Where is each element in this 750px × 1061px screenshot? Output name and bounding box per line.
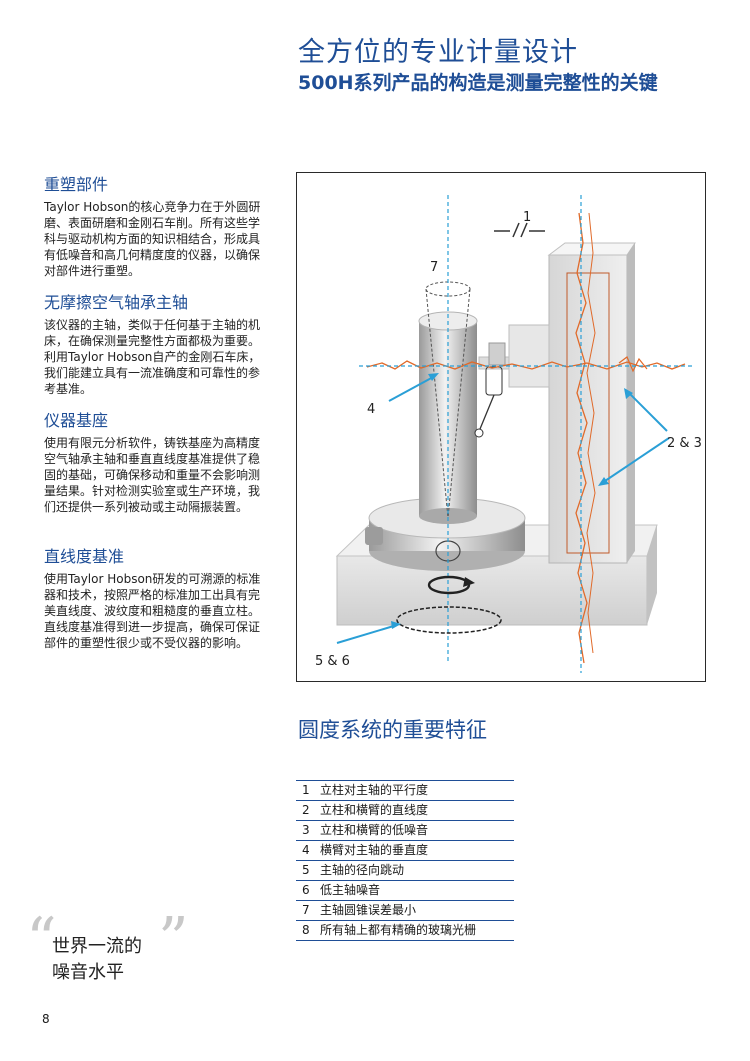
item-text: 所有轴上都有精确的玻璃光栅	[320, 923, 477, 937]
section-remanufacture: 重塑部件 Taylor Hobson的核心竞争力在于外圆研磨、表面研磨和金刚石车…	[44, 175, 264, 279]
item-text: 低主轴噪音	[320, 883, 381, 897]
label-7: 7	[430, 260, 438, 275]
section-body: 该仪器的主轴，类似于任何基于主轴的机床，在确保测量完整性方面都极为重要。利用Ta…	[44, 318, 261, 396]
item-text: 横臂对主轴的垂直度	[320, 843, 429, 857]
section-heading: 无摩擦空气轴承主轴	[44, 293, 189, 312]
page-subtitle: 500H系列产品的构造是测量完整性的关键	[298, 72, 658, 94]
parallel-symbol	[494, 222, 545, 238]
section-air-bearing-spindle: 无摩擦空气轴承主轴 该仪器的主轴，类似于任何基于主轴的机床，在确保测量完整性方面…	[44, 293, 264, 397]
section-straightness-datum: 直线度基准 使用Taylor Hobson研发的可溯源的标准器和技术，按照严格的…	[44, 547, 264, 651]
item-number: 6	[302, 883, 310, 897]
list-item: 4 横臂对主轴的垂直度	[296, 841, 514, 861]
quote-line-2: 噪音水平	[52, 962, 124, 983]
item-number: 8	[302, 923, 310, 937]
list-item: 2 立柱和横臂的直线度	[296, 801, 514, 821]
item-text: 立柱对主轴的平行度	[320, 783, 429, 797]
item-text: 主轴圆锥误差最小	[320, 903, 417, 917]
section-body: 使用Taylor Hobson研发的可溯源的标准器和技术，按照严格的标准加工出具…	[44, 572, 261, 650]
item-number: 2	[302, 803, 310, 817]
open-quote-icon: “	[26, 905, 57, 975]
section-body: 使用有限元分析软件，铸铁基座为高精度空气轴承主轴和垂直直线度基准提供了稳固的基础…	[44, 436, 261, 514]
arm-and-probe	[474, 324, 550, 438]
features-title: 圆度系统的重要特征	[298, 718, 487, 742]
item-text: 立柱和横臂的低噪音	[320, 823, 429, 837]
list-item: 3 立柱和横臂的低噪音	[296, 821, 514, 841]
item-number: 3	[302, 823, 310, 837]
list-item: 5 主轴的径向跳动	[296, 861, 514, 881]
page-number: 8	[42, 1012, 50, 1026]
item-number: 5	[302, 863, 310, 877]
list-item: 7 主轴圆锥误差最小	[296, 901, 514, 921]
rotation-indicator	[396, 575, 502, 634]
axis-lines	[359, 195, 692, 673]
quote-line-1: 世界一流的	[52, 936, 142, 957]
item-text: 主轴的径向跳动	[320, 863, 405, 877]
item-text: 立柱和横臂的直线度	[320, 803, 429, 817]
list-item: 8 所有轴上都有精确的玻璃光栅	[296, 921, 514, 941]
label-1: 1	[523, 210, 531, 225]
pull-quote: “ ” 世界一流的 噪音水平	[26, 910, 200, 996]
page-title: 全方位的专业计量设计	[298, 37, 578, 68]
list-item: 1 立柱对主轴的平行度	[296, 780, 514, 801]
close-quote-icon: ”	[158, 905, 189, 975]
features-list: 1 立柱对主轴的平行度 2 立柱和横臂的直线度 3 立柱和横臂的低噪音 4 横臂对主轴的…	[296, 780, 514, 941]
callout-arrows	[336, 373, 670, 644]
label-4: 4	[367, 402, 375, 417]
column	[547, 242, 636, 564]
section-instrument-base: 仪器基座 使用有限元分析软件，铸铁基座为高精度空气轴承主轴和垂直直线度基准提供了…	[44, 411, 264, 515]
list-item: 6 低主轴噪音	[296, 881, 514, 901]
diagram-svg: 1 7 4 2 & 3 5 & 6	[315, 195, 702, 673]
item-number: 1	[302, 783, 310, 797]
label-2-3: 2 & 3	[667, 436, 702, 451]
item-number: 4	[302, 843, 310, 857]
section-heading: 重塑部件	[44, 175, 109, 194]
instrument-diagram: 1 7 4 2 & 3 5 & 6	[296, 172, 706, 682]
section-heading: 直线度基准	[44, 547, 125, 566]
label-5-6: 5 & 6	[315, 654, 350, 669]
section-body: Taylor Hobson的核心竞争力在于外圆研磨、表面研磨和金刚石车削。所有这…	[44, 200, 261, 278]
item-number: 7	[302, 903, 310, 917]
section-heading: 仪器基座	[44, 411, 109, 430]
